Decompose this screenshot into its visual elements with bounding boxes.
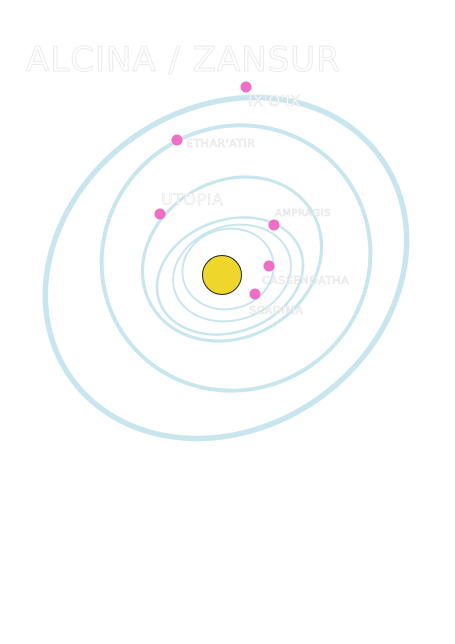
planet-label-cassendatha: CASSENDATHA	[262, 274, 350, 288]
planet-ampragis[interactable]	[268, 219, 280, 231]
planet-ixoix[interactable]	[240, 81, 252, 93]
star	[202, 255, 242, 295]
orbit-ring-1	[181, 227, 275, 311]
planet-cassendatha[interactable]	[263, 260, 275, 272]
planet-label-ixoix: IX'O'IX	[248, 92, 301, 111]
orbit-ring-2	[172, 223, 292, 323]
orbit-ring-4	[140, 175, 324, 343]
planet-label-ampragis: AMPRAGIS	[275, 208, 331, 220]
planet-label-utopia: UTOPIA	[161, 190, 224, 210]
system-title: ALCINA / ZANSUR	[26, 40, 341, 81]
orbit-ring-5	[99, 123, 373, 393]
orbits-group	[42, 94, 410, 442]
planet-etharatir[interactable]	[171, 134, 183, 146]
planet-label-etharatir: ETHAR'ATIR	[186, 137, 256, 151]
planet-label-scadima: SCADIMA	[249, 304, 304, 318]
planet-utopia[interactable]	[154, 208, 166, 220]
orbit-ring-3	[155, 216, 305, 336]
planet-scadima[interactable]	[249, 288, 261, 300]
planets-group	[154, 81, 280, 300]
orbit-ring-6	[42, 94, 410, 442]
